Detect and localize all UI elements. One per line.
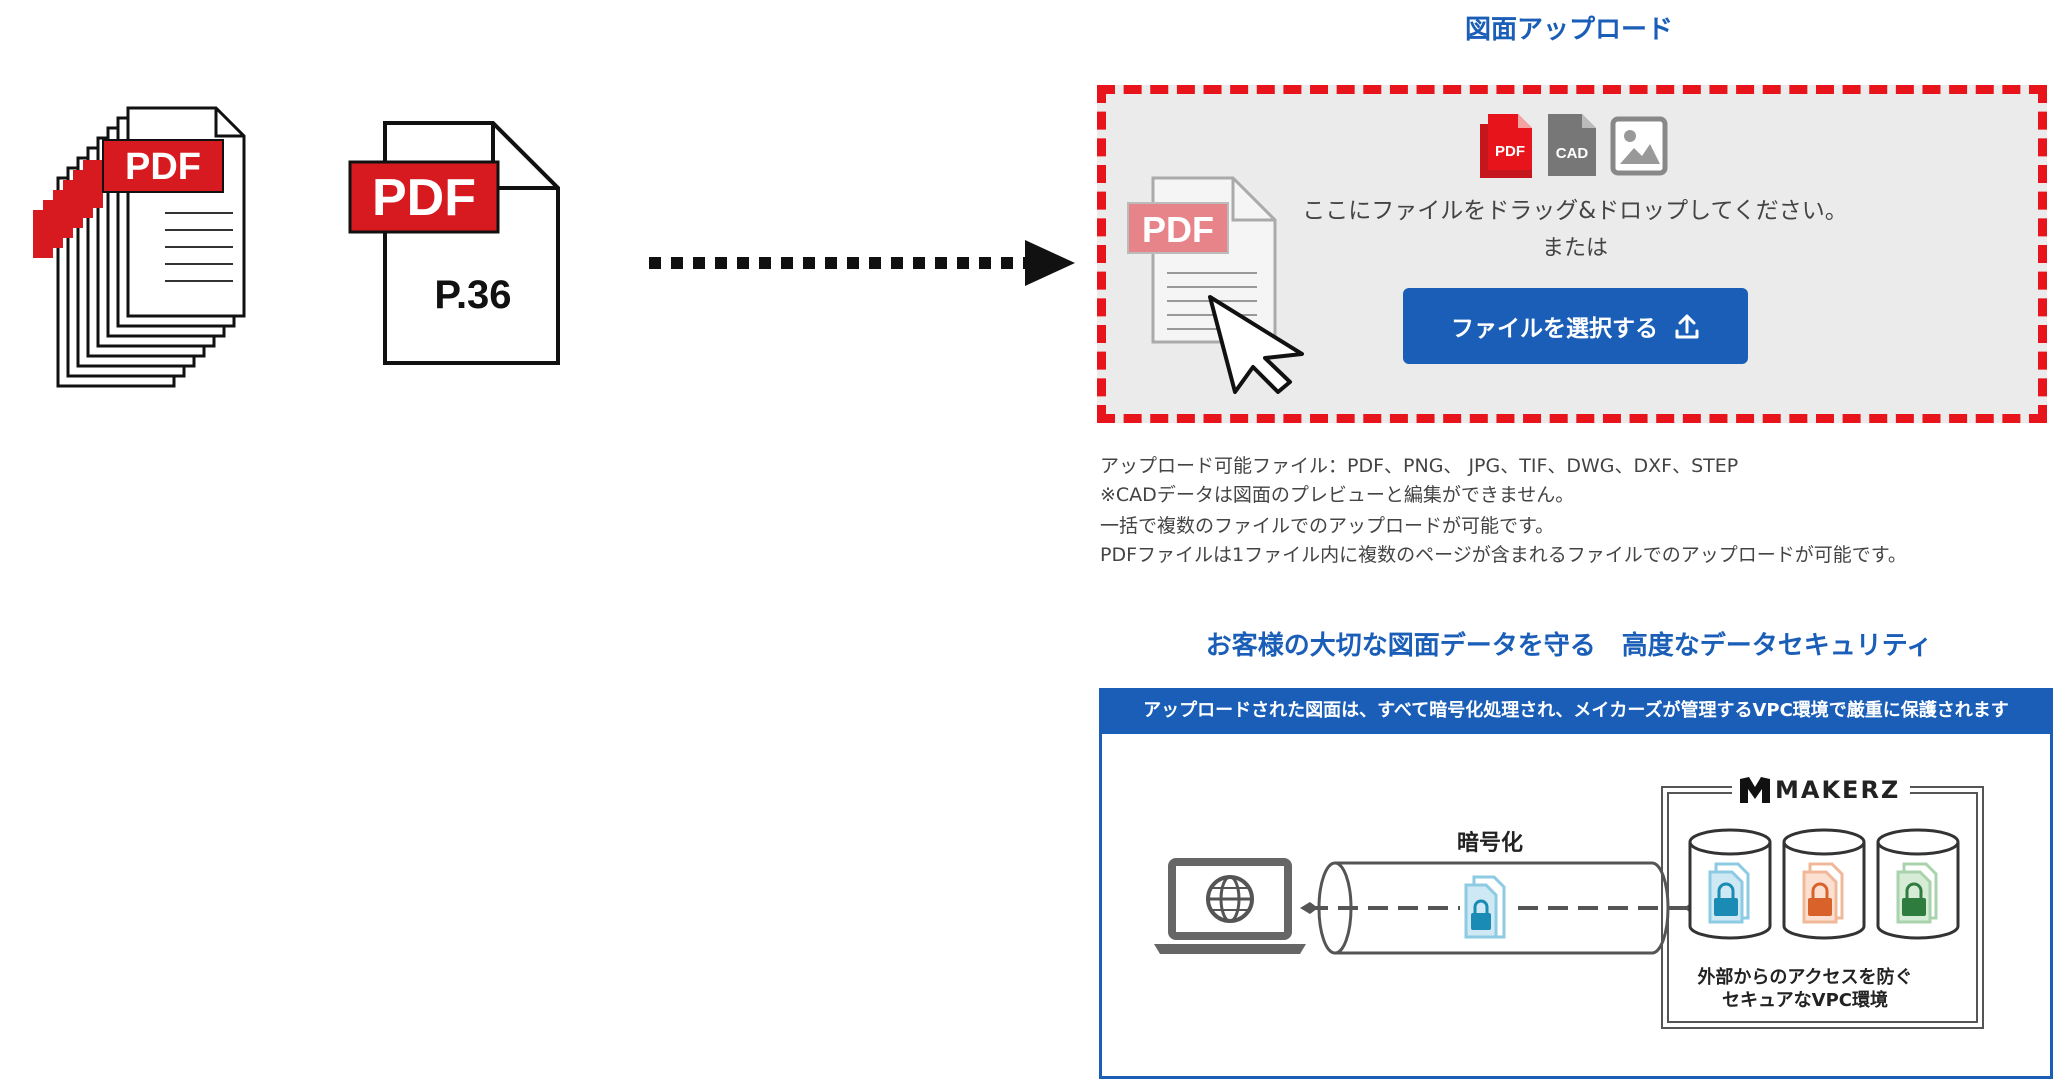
cad-note: ※CADデータは図面のプレビューと編集ができません。: [1100, 484, 1575, 506]
pdf-single-label: PDF: [372, 169, 476, 227]
select-file-label: ファイルを選択する: [1451, 316, 1658, 342]
orange-cylinder-icon: [1782, 828, 1866, 940]
encryption-label: 暗号化: [1456, 831, 1523, 856]
vpc-description: 外部からのアクセスを防ぐ セキュアなVPC環境: [1675, 966, 1935, 1012]
multi-page-pdf-note: PDFファイルは1ファイル内に複数のページが含まれるファイルでのアップロードが可…: [1100, 544, 1907, 566]
select-file-button[interactable]: ファイルを選択する: [1403, 288, 1748, 364]
upload-notes-group-1: アップロード可能ファイル：PDF、PNG、 JPG、TIF、DWG、DXF、ST…: [1100, 452, 2060, 510]
upload-section-title: 図面アップロード: [1464, 15, 1673, 45]
teal-cylinder-icon: [1688, 828, 1772, 940]
cursor-arrow-icon: [1208, 295, 1304, 394]
bulk-upload-note: 一括で複数のファイルでのアップロードが可能です。: [1100, 515, 1555, 537]
makerz-brand: MAKERZ: [1775, 776, 1901, 804]
pdf-type-label: PDF: [1495, 143, 1525, 160]
ghost-pdf-label: PDF: [1142, 209, 1214, 250]
security-section-title: お客様の大切な図面データを守る 高度なデータセキュリティ: [1205, 631, 1933, 661]
pdf-stack-label: PDF: [125, 146, 201, 188]
upload-notes-group-2: 一括で複数のファイルでのアップロードが可能です。 PDFファイルは1ファイル内に…: [1100, 512, 2060, 570]
drop-instruction: ここにファイルをドラッグ&ドロップしてください。: [1302, 198, 1848, 224]
laptop-icon: [1154, 858, 1306, 954]
dotted-arrow-right-icon: [649, 240, 1075, 286]
vpc-description-line2: セキュアなVPC環境: [1722, 990, 1888, 1011]
pdf-stack-icon: PDF: [33, 106, 246, 388]
ghost-pdf-icon: PDF: [1127, 176, 1277, 344]
security-header: アップロードされた図面は、すべて暗号化処理され、メイカーズが管理するVPC環境で…: [1099, 688, 2053, 734]
page-number-label: P.36: [434, 273, 511, 317]
vpc-frame: [1661, 785, 1984, 1029]
makerz-logo-icon: [1740, 777, 1770, 803]
upload-icon: [1675, 314, 1699, 339]
green-cylinder-icon: [1876, 828, 1960, 940]
pdf-single-icon: PDF P.36: [348, 121, 560, 365]
supported-files-note: アップロード可能ファイル：PDF、PNG、 JPG、TIF、DWG、DXF、ST…: [1100, 455, 1739, 477]
encrypted-file-lock-icon: [1464, 875, 1506, 939]
vpc-description-line1: 外部からのアクセスを防ぐ: [1697, 967, 1913, 988]
image-icon: [1610, 116, 1668, 176]
pdf-file-type-icon: PDF: [1480, 114, 1532, 178]
cad-type-label: CAD: [1556, 145, 1589, 162]
cad-file-type-icon: CAD: [1548, 114, 1596, 176]
or-text: または: [1541, 236, 1608, 261]
